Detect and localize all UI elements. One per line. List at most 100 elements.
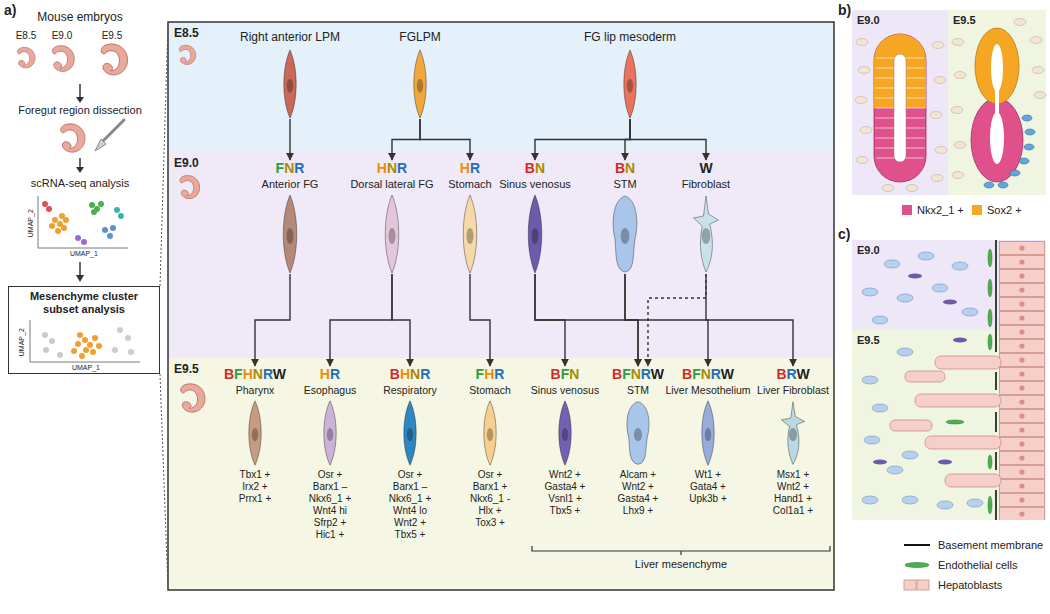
- cell-body: [528, 195, 542, 273]
- cell-body: [283, 195, 297, 273]
- lineage-letter: B: [390, 366, 400, 382]
- marker-gene: Hand1 +: [774, 493, 812, 505]
- region-label: E9.5: [852, 330, 1046, 351]
- endothelial-sample: [905, 563, 929, 568]
- cell-body: [624, 50, 636, 118]
- cell-shape: [278, 194, 302, 274]
- axis-label: UMAP_2: [18, 328, 26, 356]
- cell-node: BHNRRespiratoryOsr +Barx1 –Nkx6_1 +Wnt4 …: [383, 366, 437, 541]
- cell-name: FG lip mesoderm: [584, 30, 676, 45]
- lineage-letter: W: [273, 366, 286, 382]
- lineage-letter: F: [234, 366, 243, 382]
- lineage-letter: W: [651, 366, 664, 382]
- cell-nucleus: [702, 228, 711, 244]
- marker-gene: Nkx6_1 -: [470, 493, 510, 505]
- cell-shape: [697, 400, 719, 466]
- marker-gene: Barx1 –: [393, 481, 427, 493]
- stage-band: E9.5BFHNRWPharynxTbx1 +Irx2 +Prrx1 +HREs…: [168, 358, 834, 590]
- region-label: E9.0: [168, 152, 834, 174]
- lineage-code: BHNR: [390, 366, 431, 383]
- cell-body: [284, 50, 296, 118]
- stage-label: E8.5: [16, 30, 37, 42]
- cell-node: FNRAnterior FG: [262, 160, 319, 274]
- cell-nucleus: [417, 79, 423, 93]
- membrane-sample: [904, 544, 930, 546]
- marker-gene: Wnt2 +: [777, 481, 809, 493]
- lineage-letter: N: [535, 160, 545, 176]
- lineage-letter: N: [631, 366, 641, 382]
- lineage-letter: N: [284, 160, 294, 176]
- cell-nucleus: [789, 428, 797, 441]
- marker-gene: Osr +: [318, 469, 343, 481]
- lineage-letter: R: [470, 160, 480, 176]
- lineage-code: BFNRW: [682, 366, 734, 383]
- cell-node: BFNRWSTMAlcam +Wnt2 +Gasta4 +Lhx9 +: [612, 366, 664, 517]
- legend-item: Endothelial cells: [902, 558, 1018, 572]
- stage-label: E9.0: [52, 30, 73, 42]
- cell-name: Dorsal lateral FG: [350, 177, 433, 191]
- cell-nucleus: [388, 228, 395, 244]
- cell-shape: [409, 49, 431, 119]
- marker-gene: Wnt2 +: [622, 481, 654, 493]
- lineage-letter: W: [699, 160, 712, 176]
- marker-gene: Tbx5 +: [395, 529, 426, 541]
- cell-shape: [380, 194, 404, 274]
- cell-node: BRWLiver FibroblastMsx1 +Wnt2 +Hand1 +Co…: [757, 366, 829, 517]
- lineage-letter: B: [551, 366, 561, 382]
- lineage-letter: B: [682, 366, 692, 382]
- lineage-arrow: [330, 274, 392, 366]
- cell-shape: [610, 194, 640, 274]
- legend-item: Nkx2_1 +: [902, 203, 964, 217]
- cell-nucleus: [287, 79, 293, 93]
- lineage-code: BN: [615, 160, 635, 177]
- region-box: E9.0: [852, 240, 1046, 330]
- lineage-letter: H: [243, 366, 253, 382]
- lineage-letter: H: [400, 366, 410, 382]
- cell-body: [693, 196, 718, 272]
- stage-label: E9.5: [102, 30, 123, 42]
- cell-body: [613, 196, 637, 272]
- stage-band: E9.0FNRAnterior FG HNRDorsal lateral FG HR…: [168, 152, 834, 358]
- marker-gene: Wnt4 lo: [393, 505, 427, 517]
- lineage-letter: F: [622, 366, 631, 382]
- legend-swatch: [972, 205, 982, 215]
- legend-item: Hepatoblasts: [902, 578, 1002, 592]
- cell-shape: [479, 400, 501, 466]
- cell-node: FG lip mesoderm: [584, 30, 676, 119]
- cell-nucleus: [487, 428, 493, 441]
- cell-body: [702, 401, 714, 465]
- cell-body: [463, 195, 477, 273]
- lineage-code: HR: [460, 160, 480, 177]
- cell-node: Right anterior LPM: [240, 30, 340, 119]
- lineage-letter: N: [701, 366, 711, 382]
- cell-node: HNRDorsal lateral FG: [350, 160, 433, 274]
- cell-body: [414, 50, 426, 118]
- cell-nucleus: [621, 228, 630, 244]
- lineage-code: FHR: [476, 366, 505, 383]
- cell-nucleus: [562, 428, 568, 441]
- cell-name: Liver Mesothelium: [665, 383, 750, 397]
- cell-node: BNSTM: [610, 160, 640, 274]
- cell-name: STM: [613, 177, 636, 191]
- marker-gene: Gata4 +: [690, 481, 726, 493]
- cell-name: STM: [627, 383, 649, 397]
- cell-nucleus: [627, 79, 633, 93]
- region-label: Mesenchyme cluster subset analysis: [9, 287, 159, 319]
- cell-nucleus: [531, 228, 538, 244]
- lineage-code: BRW: [776, 366, 809, 383]
- lineage-letter: N: [569, 366, 579, 382]
- cell-nucleus: [407, 428, 413, 441]
- cell-name: Stomach: [469, 383, 510, 397]
- dashed-connector: [648, 274, 706, 366]
- legend-sample: [902, 578, 932, 592]
- cell-node: BNSinus venosus: [499, 160, 571, 274]
- legend-text: Basement membrane: [938, 538, 1043, 552]
- lineage-letter: R: [263, 366, 273, 382]
- lineage-arrow: [535, 119, 630, 160]
- region-box: E9.5: [852, 330, 1046, 520]
- marker-gene: Hlx +: [478, 505, 501, 517]
- marker-gene: Upk3b +: [689, 493, 727, 505]
- marker-gene: Wnt2 +: [394, 517, 426, 529]
- cell-name: Esophagus: [304, 383, 357, 397]
- cell-name: Liver Fibroblast: [757, 383, 829, 397]
